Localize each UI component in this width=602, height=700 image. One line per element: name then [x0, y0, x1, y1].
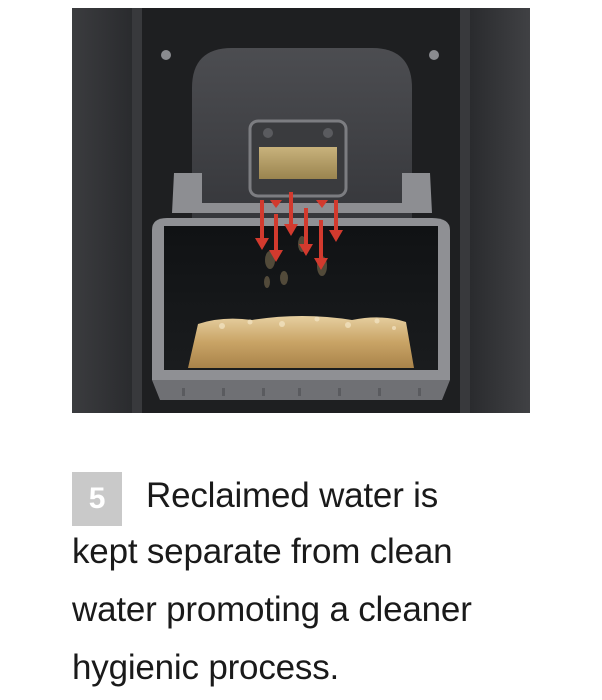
caption-line-1: 5 Reclaimed water is: [72, 470, 542, 526]
step-caption: 5 Reclaimed water is kept separate from c…: [72, 470, 542, 700]
caption-line-4: hygienic process.: [72, 648, 340, 687]
caption-line-3: water promoting a cleaner: [72, 590, 472, 629]
caption-text-1: Reclaimed water is: [146, 476, 439, 515]
reclaimed-water-tank-photo: [72, 8, 530, 413]
caption-line-2: kept separate from clean: [72, 532, 453, 571]
step-number-badge: 5: [72, 472, 122, 526]
